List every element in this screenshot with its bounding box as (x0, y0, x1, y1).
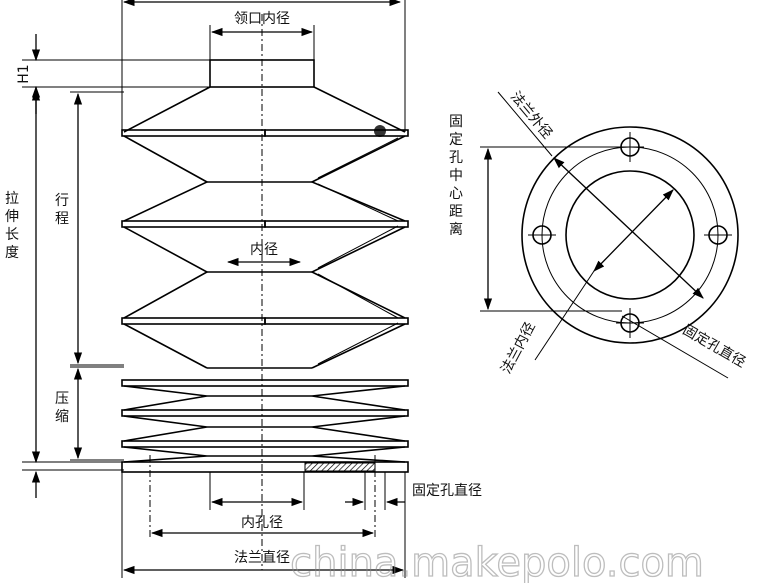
fixing-holes (528, 132, 732, 338)
inner-diameter-leader (534, 270, 595, 361)
label-compression: 压缩 (55, 391, 69, 425)
label-h1: H1 (16, 64, 32, 83)
label-stroke: 行程 (55, 193, 69, 227)
label-inner-diameter: 内径 (250, 242, 278, 258)
label-fixing-hole-center-distance: 固定孔中心距离 (449, 114, 463, 238)
label-inner-bore: 内孔径 (241, 515, 283, 531)
expanded-flange-plates (121, 129, 409, 325)
label-flange-inner-diameter: 法兰内径 (498, 320, 538, 377)
top-cone (123, 86, 406, 133)
label-stretch-length: 拉伸长度 (5, 191, 19, 261)
vertical-labels: 拉伸长度 行程 压缩 固定孔中心距离 (5, 114, 463, 425)
label-flange-outer-diameter: 法兰外径 (507, 89, 555, 142)
wall-thickness-lines (317, 137, 399, 365)
compressed-section (121, 379, 409, 473)
flange-outer-circle (521, 126, 739, 344)
label-flange-diameter: 法兰直径 (234, 549, 290, 566)
weld-point (374, 125, 386, 137)
bellows-side-view: 领口内径 H1 内径 内孔径 法兰直径 固定孔直径 (16, 0, 482, 578)
flange-inner-diameter-dimension (593, 189, 674, 272)
fixing-hole-leader (621, 315, 729, 379)
outer-diameter-leader (497, 91, 553, 157)
expanded-inner-rings (207, 181, 312, 369)
flange-outer-diameter-dimension (553, 157, 704, 299)
label-fixing-hole-right: 固定孔直径 (680, 321, 749, 371)
watermark: china.makepolo.com (290, 540, 704, 583)
label-neck-inner-diameter: 领口内径 (234, 11, 290, 27)
flange-front-view: 法兰外径 法兰内径 固定孔直径 (480, 89, 749, 379)
label-fixing-hole-bottom: 固定孔直径 (412, 482, 482, 499)
expanded-cone-walls (123, 135, 406, 369)
